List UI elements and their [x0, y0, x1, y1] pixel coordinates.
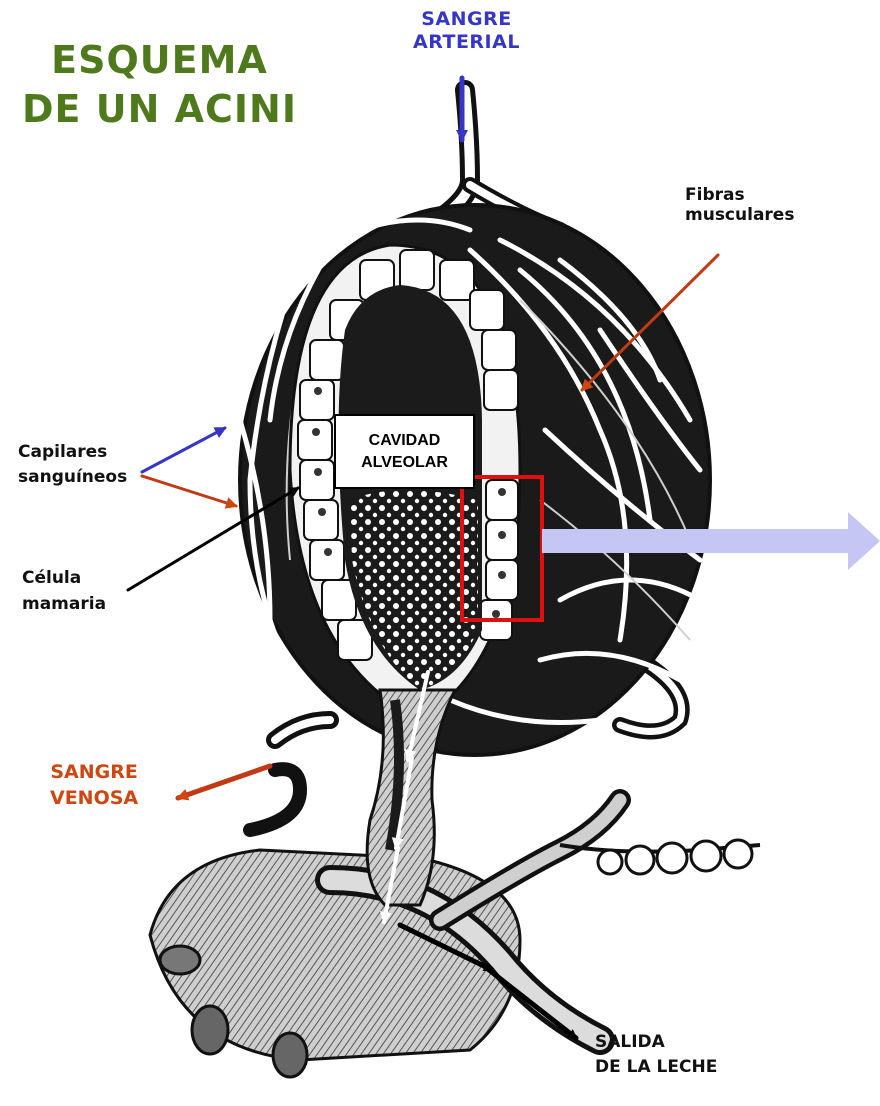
label-capilares-sanguineos: Capilares sanguíneos [18, 440, 127, 489]
label-sangre-venosa: SANGRE VENOSA [50, 760, 138, 811]
label-fibras-musculares: Fibras musculares [685, 185, 794, 226]
label-celula-mamaria: Célula mamaria [22, 566, 106, 617]
label-sangre-arterial: SANGRE ARTERIAL [413, 8, 520, 54]
diagram-title: ESQUEMA DE UN ACINI [22, 36, 297, 133]
label-cavidad-alveolar: CAVIDAD ALVEOLAR [334, 414, 475, 489]
label-salida-leche: SALIDA DE LA LECHE [595, 1030, 717, 1079]
